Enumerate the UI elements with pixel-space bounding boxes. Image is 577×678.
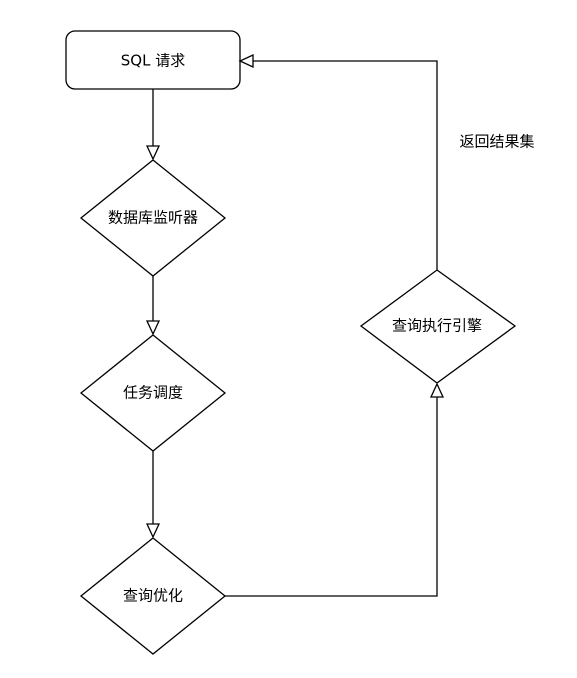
db-listener-label: 数据库监听器 bbox=[108, 209, 198, 227]
arrowhead-hollow bbox=[145, 320, 161, 336]
node-sql-request[interactable]: SQL 请求 bbox=[65, 30, 241, 90]
arrowhead-hollow bbox=[145, 145, 161, 161]
node-task-scheduler[interactable]: 任务调度 bbox=[79, 334, 227, 452]
arrowhead-hollow bbox=[238, 53, 254, 69]
edge-scheduler-to-optimizer bbox=[145, 451, 161, 539]
task-scheduler-label: 任务调度 bbox=[123, 384, 183, 402]
edge-listener-to-scheduler bbox=[145, 276, 161, 336]
query-engine-shape bbox=[359, 269, 517, 384]
sql-request-label: SQL 请求 bbox=[121, 52, 185, 70]
edge-optimizer-to-engine bbox=[225, 382, 445, 597]
query-optimizer-shape bbox=[79, 537, 227, 655]
node-db-listener[interactable]: 数据库监听器 bbox=[79, 159, 227, 277]
node-query-optimizer[interactable]: 查询优化 bbox=[79, 537, 227, 655]
return-result-label: 返回结果集 bbox=[459, 133, 534, 151]
query-optimizer-label: 查询优化 bbox=[123, 587, 183, 605]
arrowhead-hollow bbox=[145, 523, 161, 539]
edge-sql-to-listener bbox=[145, 89, 161, 161]
query-engine-label: 查询执行引擎 bbox=[392, 317, 482, 335]
arrowhead-hollow bbox=[429, 382, 445, 398]
edge-engine-to-sql bbox=[238, 53, 438, 270]
node-query-engine[interactable]: 查询执行引擎 bbox=[359, 269, 517, 384]
